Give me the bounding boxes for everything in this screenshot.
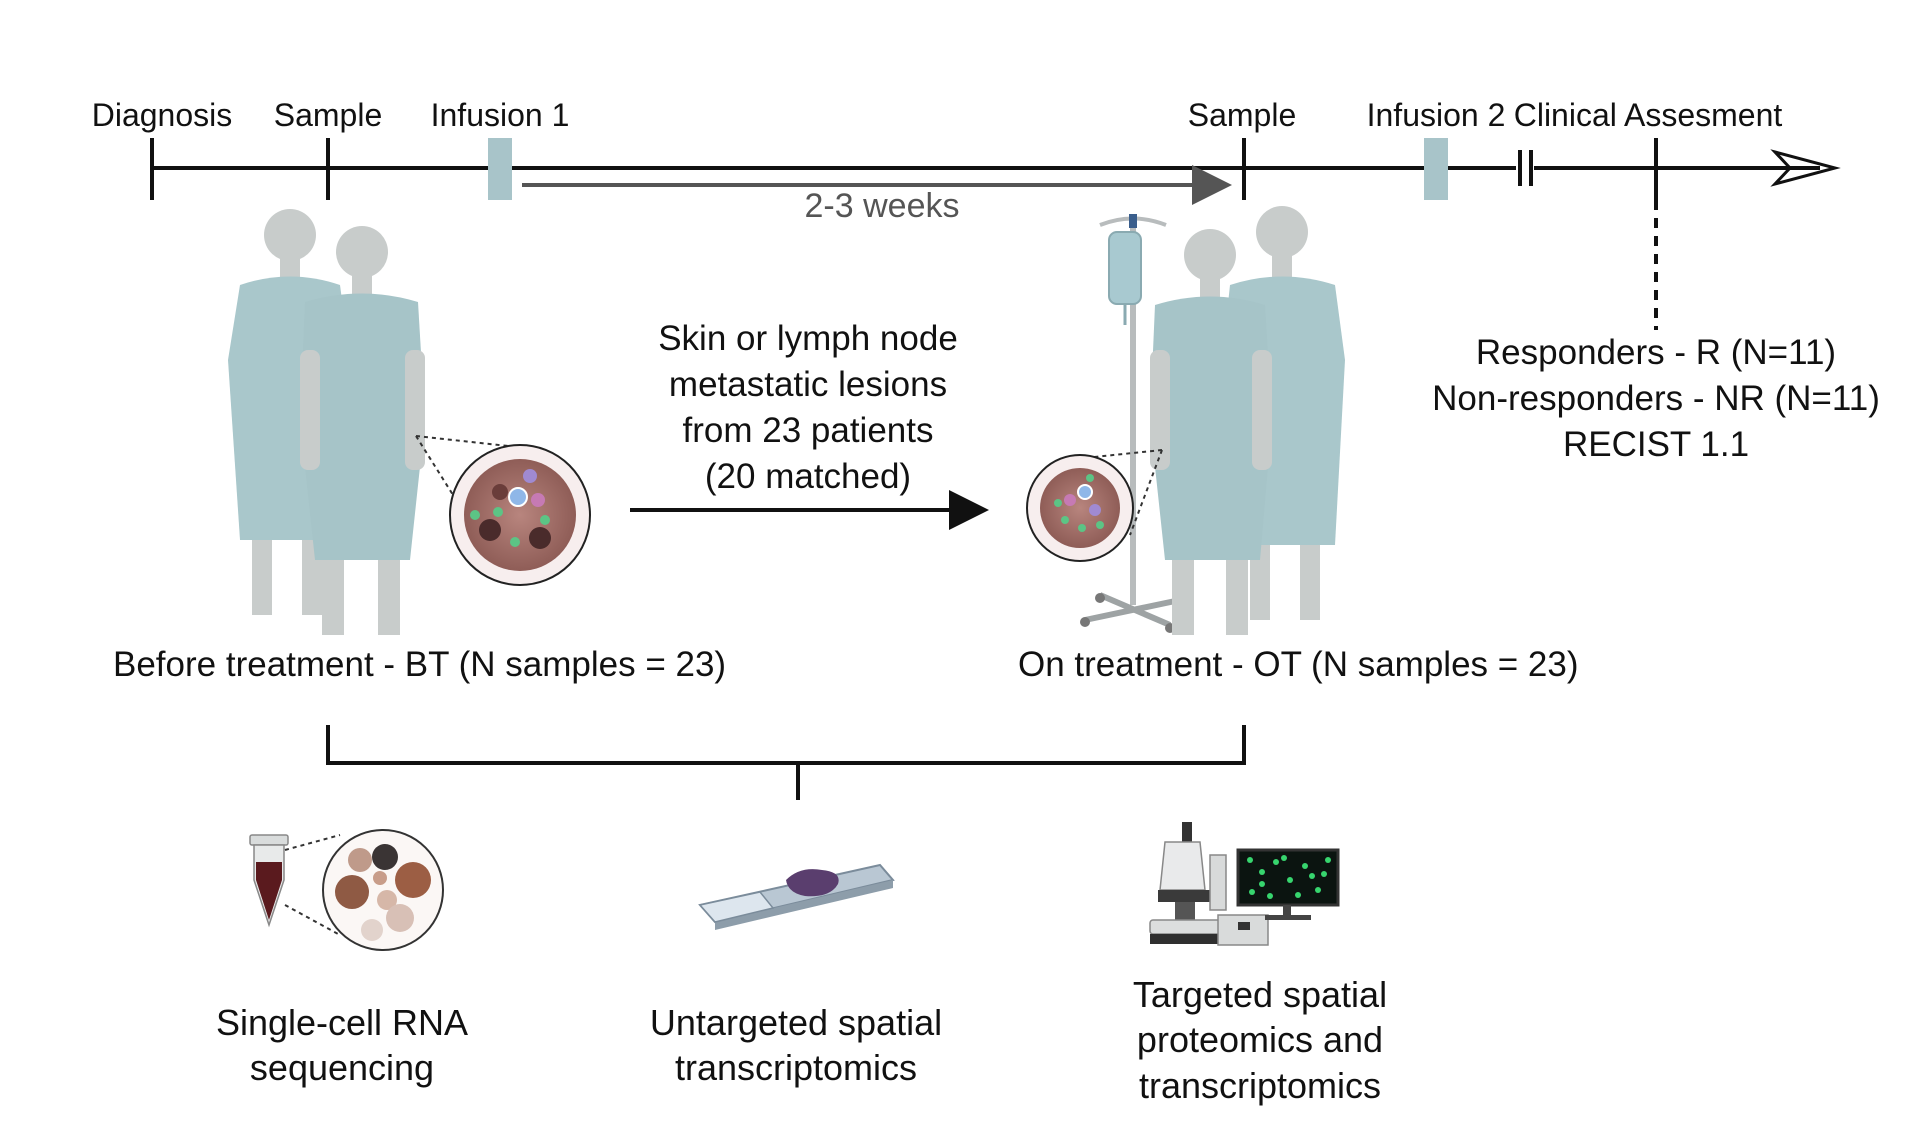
method-label-scrna: Single-cell RNA sequencing <box>216 1000 468 1091</box>
outcome-line-responders: Responders - R (N=11) <box>1475 333 1837 372</box>
center-text-line-4: (20 matched) <box>704 457 912 496</box>
center-text-line-2: metastatic lesions <box>668 365 948 404</box>
slide-icon <box>698 863 895 930</box>
tumor-zoom-before <box>415 435 591 586</box>
method-untargeted-line-2: transcriptomics <box>674 1047 918 1089</box>
event-label-sample-2: Sample <box>1187 97 1297 133</box>
front-person-gown <box>300 293 425 560</box>
method-scrna-line-2: sequencing <box>249 1047 435 1089</box>
method-untargeted-line-1: Untargeted spatial <box>649 1002 943 1043</box>
center-text-line-3: from 23 patients <box>682 411 934 450</box>
timeline-arrowhead <box>1770 149 1841 187</box>
microscope-icon <box>1149 822 1340 946</box>
method-targeted-line-2: proteomics and <box>1136 1019 1384 1061</box>
method-targeted-line-1: Targeted spatial <box>1132 974 1388 1015</box>
interval-label: 2-3 weeks <box>804 187 960 225</box>
event-label-infusion-1: Infusion 1 <box>430 97 570 133</box>
event-label-infusion-2: Infusion 2 <box>1366 97 1506 133</box>
event-label-sample-1: Sample <box>273 97 383 133</box>
outcome-line-non-responders: Non-responders - NR (N=11) <box>1432 379 1880 418</box>
outcome-line-recist: RECIST 1.1 <box>1562 425 1750 464</box>
tube-cells-icon <box>249 829 444 951</box>
patients-before-figure <box>228 209 425 635</box>
event-label-diagnosis: Diagnosis <box>91 97 233 133</box>
sample-bracket <box>326 725 1246 800</box>
method-targeted-line-3: transcriptomics <box>1138 1064 1382 1106</box>
timeline <box>150 138 1841 330</box>
infusion-2-marker <box>1424 138 1448 200</box>
event-label-clinical: Clinical Assesment <box>1513 97 1783 133</box>
outcome-text: Responders - R (N=11) Non-responders - N… <box>1432 330 1880 468</box>
front-person-head <box>336 226 388 278</box>
center-text-line-1: Skin or lymph node <box>658 319 958 358</box>
method-scrna-line-1: Single-cell RNA <box>215 1002 469 1043</box>
tumor-zoom-on <box>1026 449 1163 562</box>
patients-on-figure <box>1150 206 1345 635</box>
infusion-1-marker <box>488 138 512 200</box>
before-treatment-label: Before treatment - BT (N samples = 23) <box>113 645 727 684</box>
back-person-head <box>264 209 316 261</box>
method-label-untargeted: Untargeted spatial transcriptomics <box>650 1000 942 1091</box>
center-text: Skin or lymph node metastatic lesions fr… <box>658 316 958 500</box>
on-treatment-label: On treatment - OT (N samples = 23) <box>1018 645 1579 684</box>
method-label-targeted: Targeted spatial proteomics and transcri… <box>1133 972 1387 1108</box>
